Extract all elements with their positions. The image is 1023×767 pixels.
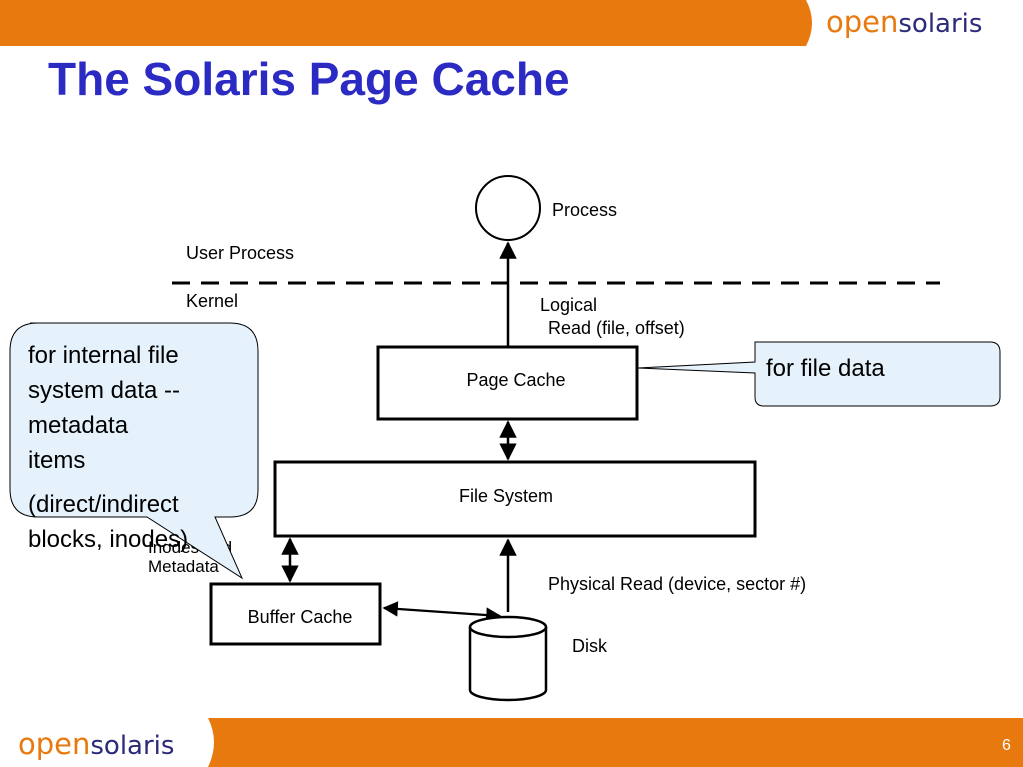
header-bar	[0, 0, 812, 46]
disk-label: Disk	[572, 636, 608, 656]
page-cache-label: Page Cache	[466, 370, 565, 390]
header-logo-solaris: solaris	[898, 9, 982, 39]
kernel-label: Kernel	[186, 291, 238, 311]
physical-read-label: Physical Read (device, sector #)	[548, 574, 806, 594]
file-system-box	[273, 460, 757, 538]
callout-internal-line1: for internal file	[28, 342, 179, 369]
process-label: Process	[552, 200, 617, 220]
header-logo-open: open	[826, 5, 898, 39]
callout-internal-line5: (direct/indirect	[28, 491, 179, 518]
disk-node	[468, 615, 548, 702]
inodes-label-line2: Metadata	[148, 557, 219, 576]
header: opensolaris	[0, 0, 982, 46]
callout-internal-line2: system data --	[28, 377, 180, 404]
process-node	[475, 175, 541, 241]
slide-title: The Solaris Page Cache	[48, 53, 570, 105]
logical-read-label-line1: Logical	[540, 295, 597, 315]
footer-logo-solaris: solaris	[90, 731, 174, 761]
buffer-cache-disk-arrow	[382, 601, 502, 623]
callout-internal-line3: metadata	[28, 412, 129, 439]
footer: opensolaris 6	[18, 718, 1023, 767]
callout-internal-line4: items	[28, 447, 85, 474]
footer-logo-open: open	[18, 727, 90, 761]
callout-file-data	[637, 341, 1001, 407]
callout-internal-data	[9, 322, 259, 580]
footer-logo: opensolaris	[18, 727, 174, 761]
page-number: 6	[1002, 737, 1011, 754]
user-process-label: User Process	[186, 243, 294, 263]
callout-file-data-text: for file data	[766, 355, 885, 382]
buffer-cache-label: Buffer Cache	[248, 607, 353, 627]
footer-bar	[208, 718, 1023, 767]
page-cache-box	[376, 345, 639, 421]
file-system-label: File System	[459, 486, 553, 506]
logical-read-label-line2: Read (file, offset)	[548, 318, 685, 338]
header-logo: opensolaris	[826, 5, 982, 39]
callout-internal-line6: blocks, inodes)	[28, 526, 188, 553]
buffer-cache-box	[209, 582, 382, 646]
